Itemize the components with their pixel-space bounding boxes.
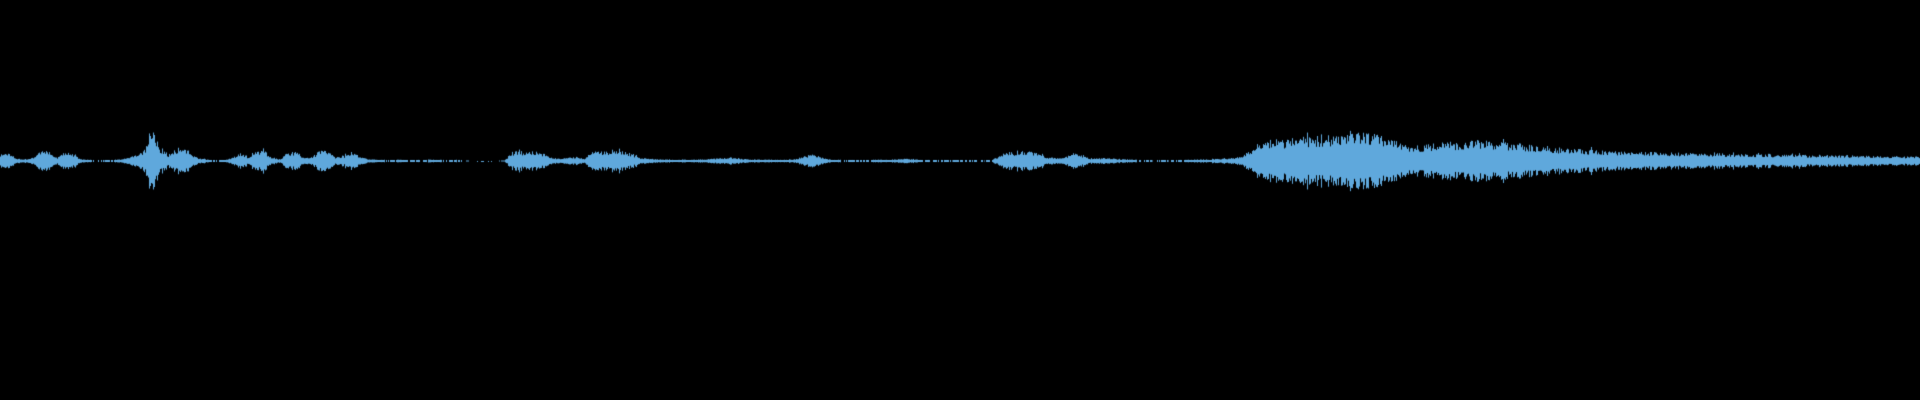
waveform-panel: [0, 0, 1920, 400]
audio-waveform[interactable]: [0, 0, 1920, 400]
